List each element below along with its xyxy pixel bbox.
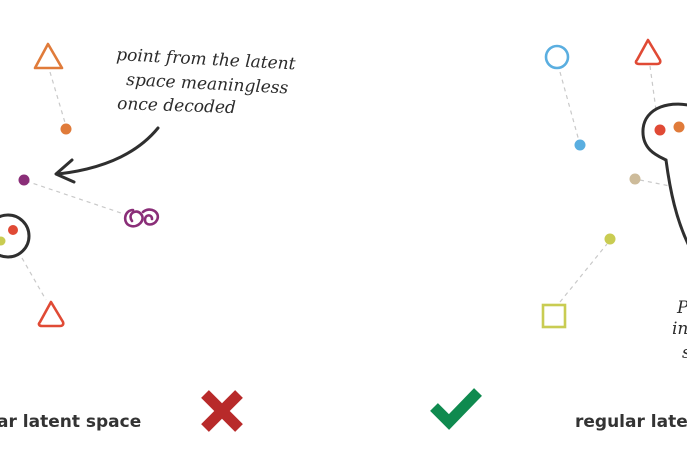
yellow-point-in-cluster	[0, 236, 6, 246]
yellow-square-icon	[541, 303, 567, 329]
blue-circle-icon	[544, 44, 570, 70]
link-circle-to-triangle	[21, 257, 47, 301]
cluster-circle	[0, 213, 31, 259]
purple-point	[18, 174, 30, 186]
red-triangle-icon	[37, 300, 65, 328]
left-panel-label: ar latent space	[0, 412, 141, 432]
red-point-in-outline	[654, 124, 666, 136]
red-cross-icon	[201, 390, 243, 432]
right-annotation-fragment-1: P	[676, 298, 687, 318]
annotation-arrow	[56, 126, 160, 176]
left-panel: point from the latent space meaningless …	[0, 42, 296, 432]
right-panel-label: regular latent	[575, 412, 687, 432]
link-beige-point	[639, 179, 671, 187]
meaningless-shape-icon	[123, 208, 160, 228]
cluster-outline	[641, 102, 687, 246]
link-blue-circle-to-point	[559, 71, 580, 142]
link-purple-point-to-shape	[25, 180, 125, 215]
annotation-arrow-head-icon	[54, 158, 76, 184]
link-red-triangle-down	[649, 65, 657, 111]
yellow-green-point	[604, 233, 616, 245]
right-annotation-fragment-2: in	[672, 319, 687, 339]
orange-point-in-outline	[673, 121, 685, 133]
red-triangle-icon-right	[634, 38, 662, 66]
beige-point	[629, 173, 641, 185]
right-annotation-fragment-3: s	[682, 343, 687, 363]
annotation-line-3: once decoded	[117, 94, 236, 118]
blue-point	[574, 139, 586, 151]
red-point-in-cluster	[8, 225, 18, 235]
orange-triangle-icon	[33, 42, 64, 70]
link-triangle-to-point	[49, 71, 67, 127]
green-check-icon	[430, 388, 482, 430]
right-panel: P in s regular latent	[430, 38, 687, 432]
orange-point	[60, 123, 72, 135]
link-square-to-point	[559, 243, 608, 303]
